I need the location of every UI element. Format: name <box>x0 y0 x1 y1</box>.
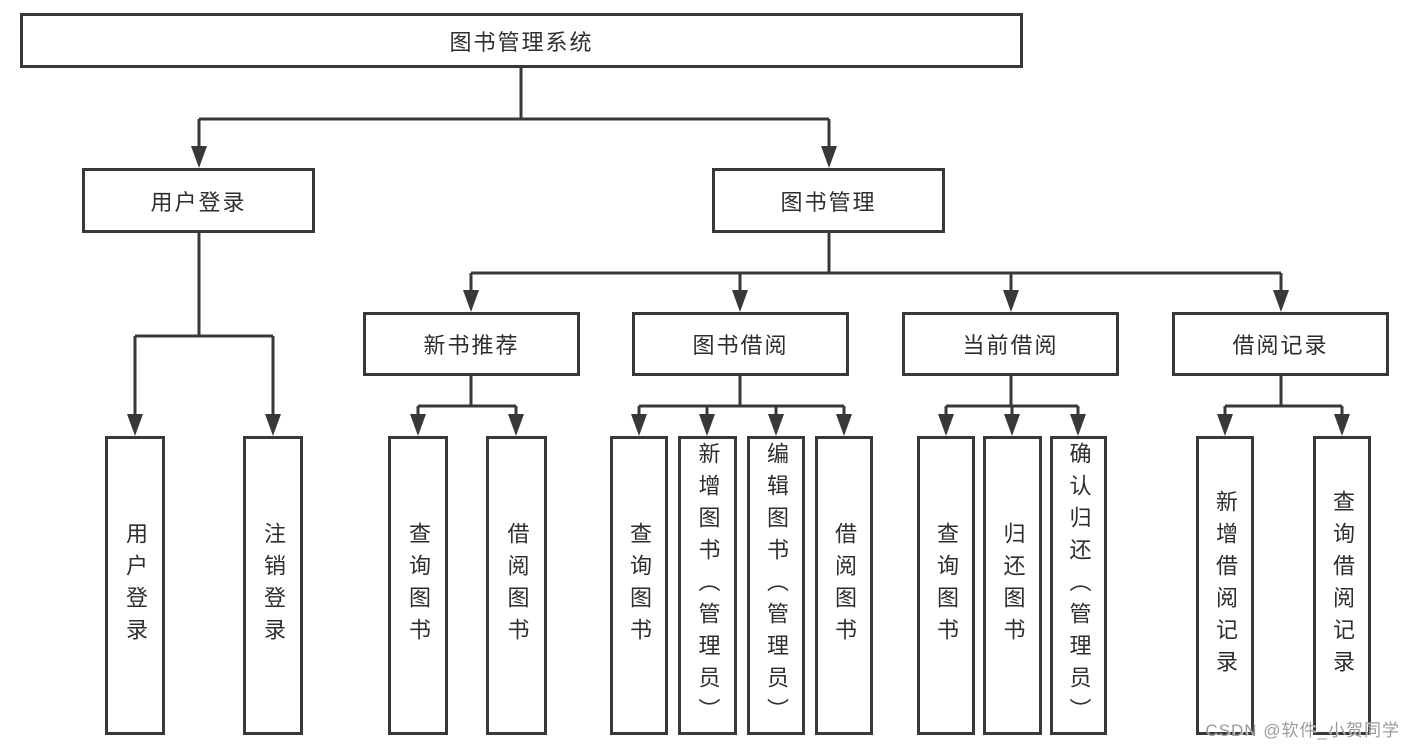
leaf-cb-confirm-return-admin: 确认归还（管理员） <box>1050 436 1107 735</box>
leaf-cb-query-books: 查询图书 <box>917 436 975 735</box>
arrowhead-bb-edit <box>768 414 784 436</box>
node-label: 用户登录 <box>150 189 247 215</box>
leaf-label: 新增图书（管理员） <box>695 441 721 730</box>
arrowhead-current-borrow <box>1003 290 1019 312</box>
edge-current-borrow-split <box>944 376 1080 418</box>
node-label: 图书管理 <box>780 189 877 215</box>
leaf-label: 查询图书 <box>934 521 959 650</box>
leaf-bb-edit-books-admin: 编辑图书（管理员） <box>747 436 805 735</box>
arrowhead-book-borrow <box>732 290 748 312</box>
leaf-bb-borrow-books: 借阅图书 <box>815 436 873 735</box>
arrowhead-nb-borrow <box>508 414 524 436</box>
edge-root-split <box>197 68 831 150</box>
leaf-label: 借阅图书 <box>504 521 530 650</box>
node-label: 图书管理系统 <box>449 29 594 55</box>
leaf-bb-query-books: 查询图书 <box>610 436 668 735</box>
arrowhead-leaf-user-login <box>127 414 143 436</box>
arrowhead-br-query <box>1334 414 1350 436</box>
leaf-label: 用户登录 <box>123 521 148 650</box>
arrowhead-new-book <box>463 290 479 312</box>
edge-borrow-records-split <box>1223 376 1344 418</box>
leaf-br-add-record: 新增借阅记录 <box>1196 436 1254 735</box>
node-label: 图书借阅 <box>692 333 789 358</box>
leaf-label: 归还图书 <box>1000 521 1026 650</box>
arrowhead-book-mgmt <box>821 146 837 168</box>
leaf-label: 查询图书 <box>627 521 652 650</box>
arrowhead-cb-confirm <box>1070 414 1086 436</box>
node-label: 借阅记录 <box>1232 333 1329 358</box>
arrowhead-user-login <box>191 146 207 168</box>
edge-new-book-split <box>416 376 518 418</box>
arrowhead-bb-query <box>631 414 647 436</box>
leaf-label: 编辑图书（管理员） <box>764 441 789 730</box>
node-book-borrow: 图书借阅 <box>632 312 849 376</box>
leaf-user-login: 用户登录 <box>105 436 165 735</box>
leaf-label: 注销登录 <box>261 521 286 650</box>
leaf-cb-return-books: 归还图书 <box>983 436 1042 735</box>
node-label: 新书推荐 <box>423 333 520 358</box>
edge-book-mgmt-split <box>469 233 1283 292</box>
arrowhead-br-add <box>1217 414 1233 436</box>
node-borrow-records: 借阅记录 <box>1172 312 1389 376</box>
arrowhead-bb-add <box>699 414 715 436</box>
leaf-bb-add-books-admin: 新增图书（管理员） <box>678 436 737 735</box>
leaf-nb-query-books: 查询图书 <box>388 436 448 735</box>
node-current-borrow: 当前借阅 <box>902 312 1119 376</box>
arrowhead-borrow-records <box>1273 290 1289 312</box>
leaf-br-query-record: 查询借阅记录 <box>1313 436 1371 735</box>
node-user-login: 用户登录 <box>82 168 315 233</box>
arrowhead-leaf-logout <box>265 414 281 436</box>
leaf-label: 查询借阅记录 <box>1330 489 1355 682</box>
watermark: CSDN @软件_小贺同学 <box>1205 721 1400 740</box>
edge-user-login-split <box>133 233 275 416</box>
leaf-label: 查询图书 <box>406 521 431 650</box>
node-book-management: 图书管理 <box>712 168 945 233</box>
leaf-label: 确认归还（管理员） <box>1066 441 1092 730</box>
leaf-logout: 注销登录 <box>243 436 303 735</box>
node-label: 当前借阅 <box>962 333 1059 358</box>
leaf-nb-borrow-books: 借阅图书 <box>486 436 547 735</box>
leaf-label: 新增借阅记录 <box>1213 489 1238 682</box>
arrowhead-cb-query <box>938 414 954 436</box>
edge-book-borrow-split <box>637 376 846 418</box>
arrowhead-bb-borrow <box>836 414 852 436</box>
arrowhead-cb-return <box>1004 414 1020 436</box>
node-library-management-system: 图书管理系统 <box>20 13 1023 68</box>
node-new-book-recommend: 新书推荐 <box>363 312 580 376</box>
arrowhead-nb-query <box>410 414 426 436</box>
leaf-label: 借阅图书 <box>832 521 857 650</box>
